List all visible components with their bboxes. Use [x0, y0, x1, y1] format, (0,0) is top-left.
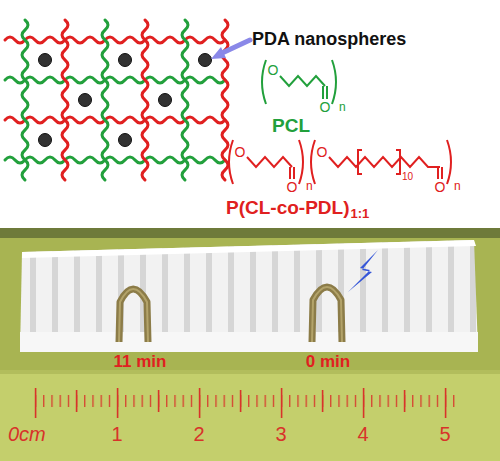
photo: [0, 228, 500, 461]
atom-symbol: O: [317, 145, 328, 159]
atom-symbol: O: [320, 100, 331, 114]
ruler-number: 4: [357, 424, 368, 444]
atom-symbol: O: [268, 63, 279, 77]
ruler-number: 2: [193, 424, 204, 444]
ruler-number: 1: [111, 424, 122, 444]
atom-symbol: O: [435, 180, 446, 194]
ruler-number: 5: [439, 424, 450, 444]
repeat-subscript: n: [306, 180, 313, 192]
callout-label: PDA nanospheres: [252, 30, 406, 48]
polymer-network: [5, 20, 228, 180]
time-label: 0 min: [306, 353, 350, 370]
repeat-subscript: n: [339, 101, 346, 113]
repeat-subscript: 10: [402, 172, 413, 182]
repeat-subscript: n: [454, 180, 461, 192]
atom-symbol: O: [287, 180, 298, 194]
atom-symbol: O: [235, 145, 246, 159]
pcl-structure: [262, 60, 336, 104]
ruler-number: 3: [275, 424, 286, 444]
polymer-name: PCL: [272, 116, 310, 135]
copolymer-structure: [229, 140, 451, 184]
ratio-subscript: 1:1: [350, 207, 369, 220]
time-label: 11 min: [114, 353, 167, 370]
nanospheres: [39, 54, 212, 147]
pointer-arrow: [211, 40, 250, 59]
polymer-name: P(CL-co-PDL): [226, 198, 349, 217]
ruler-unit: 0cm: [8, 424, 46, 444]
